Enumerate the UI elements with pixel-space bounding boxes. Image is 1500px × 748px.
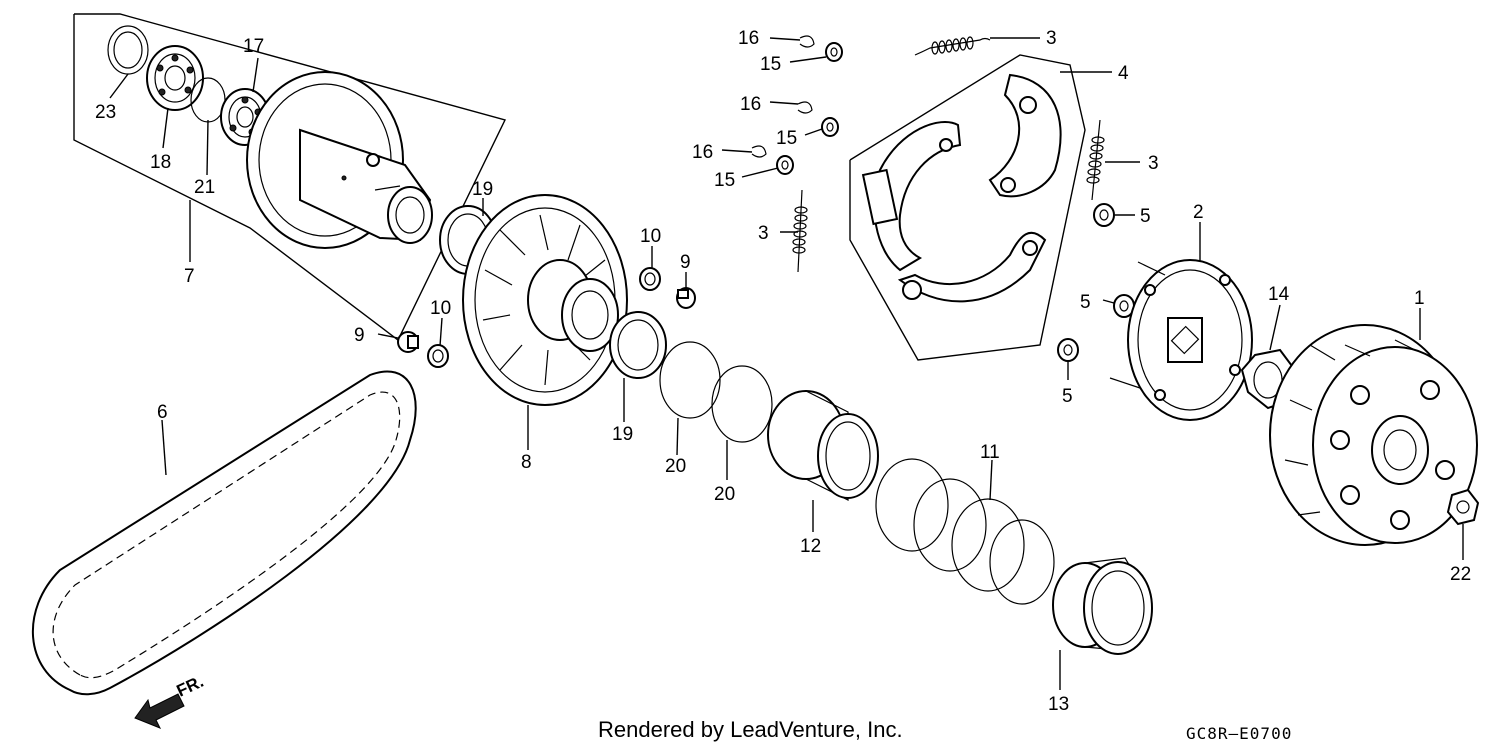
part-16-clip-b	[797, 101, 813, 114]
part-16-clip-a	[799, 35, 815, 48]
callout-17: 17	[243, 36, 264, 57]
callout-16-a: 16	[738, 28, 759, 49]
callout-3-top: 3	[1046, 28, 1057, 49]
group-4-outline	[849, 54, 1086, 361]
callout-7: 7	[184, 266, 195, 287]
callout-6: 6	[157, 402, 168, 423]
callout-20-a: 20	[665, 456, 686, 477]
callout-16-b: 16	[740, 94, 761, 115]
callout-15-a: 15	[760, 54, 781, 75]
clutch-shoe-upper	[988, 73, 1062, 198]
render-credit: Rendered by LeadVenture, Inc.	[598, 717, 903, 742]
part-11-driven-spring	[875, 458, 1055, 605]
callout-1: 1	[1414, 288, 1425, 309]
clutch-shoe-left	[861, 121, 962, 272]
callout-22: 21	[194, 177, 215, 198]
callout-5-c: 5	[1062, 386, 1073, 407]
part-20-oring-b	[711, 365, 773, 443]
callout-19-lower: 19	[612, 424, 633, 445]
callout-21: 22	[1450, 564, 1471, 585]
callout-19-upper: 19	[472, 179, 493, 200]
part-15-washer-a	[825, 42, 843, 62]
driven-face	[246, 71, 433, 249]
part-15-washer-b	[821, 117, 839, 137]
front-direction-arrow: FR.	[134, 672, 207, 729]
leader-lines	[109, 37, 1464, 690]
callout-18: 18	[150, 152, 171, 173]
part-21-nut	[1446, 488, 1480, 526]
part-2-drive-plate	[1109, 259, 1253, 421]
callout-labels: 23 18 21 17 7 19 10 9 9 10 8 19 20 20 6 …	[95, 28, 1471, 715]
callout-23: 23	[95, 102, 116, 123]
callout-9-upper: 9	[680, 252, 691, 273]
part-23-circlip	[107, 25, 149, 75]
callout-20-b: 20	[714, 484, 735, 505]
clutch-shoe-lower	[897, 231, 1047, 303]
callout-16-c: 16	[692, 142, 713, 163]
part-8-movable-driven-face	[462, 194, 628, 406]
part-10-collar-upper	[639, 267, 661, 291]
part-19-seal-lower	[609, 311, 667, 379]
callout-11: 11	[980, 442, 1000, 463]
callout-10-upper: 10	[640, 226, 661, 247]
callout-12: 12	[800, 536, 821, 557]
part-3-spring-top	[914, 36, 991, 56]
part-3-spring-right	[1086, 119, 1105, 201]
part-5-collar-c	[1057, 338, 1079, 362]
callout-5-b: 5	[1080, 292, 1091, 313]
callout-9-lower: 9	[354, 325, 365, 346]
part-1-clutch-outer	[1269, 324, 1478, 546]
part-6-drive-belt	[31, 370, 417, 696]
callout-15-c: 15	[714, 170, 735, 191]
callout-13: 13	[1048, 694, 1069, 715]
callout-10-lower: 10	[430, 298, 451, 319]
part-3-spring-mid	[792, 189, 808, 273]
callout-14: 14	[1268, 284, 1290, 305]
part-5-collar-b	[1113, 294, 1135, 318]
figure-code: GC8R—E0700	[1186, 724, 1293, 743]
callout-3-mid: 3	[758, 223, 769, 244]
part-9-pin-upper	[676, 287, 696, 309]
callout-8: 8	[521, 452, 532, 473]
part-9-pin-lower	[397, 331, 419, 353]
part-16-clip-c	[751, 145, 767, 158]
part-20-oring-a	[659, 341, 721, 419]
callout-2: 2	[1193, 202, 1204, 223]
part-5-collar-a	[1093, 203, 1115, 227]
callout-4: 4	[1118, 63, 1129, 84]
part-12-seal-collar	[767, 390, 879, 501]
part-13-collar	[1052, 557, 1153, 655]
callout-3-right: 3	[1148, 153, 1159, 174]
part-15-washer-c	[776, 155, 794, 175]
callout-15-b: 15	[776, 128, 797, 149]
part-18-bearing	[146, 45, 204, 111]
callout-5-a: 5	[1140, 206, 1151, 227]
part-10-collar-lower	[427, 344, 449, 368]
